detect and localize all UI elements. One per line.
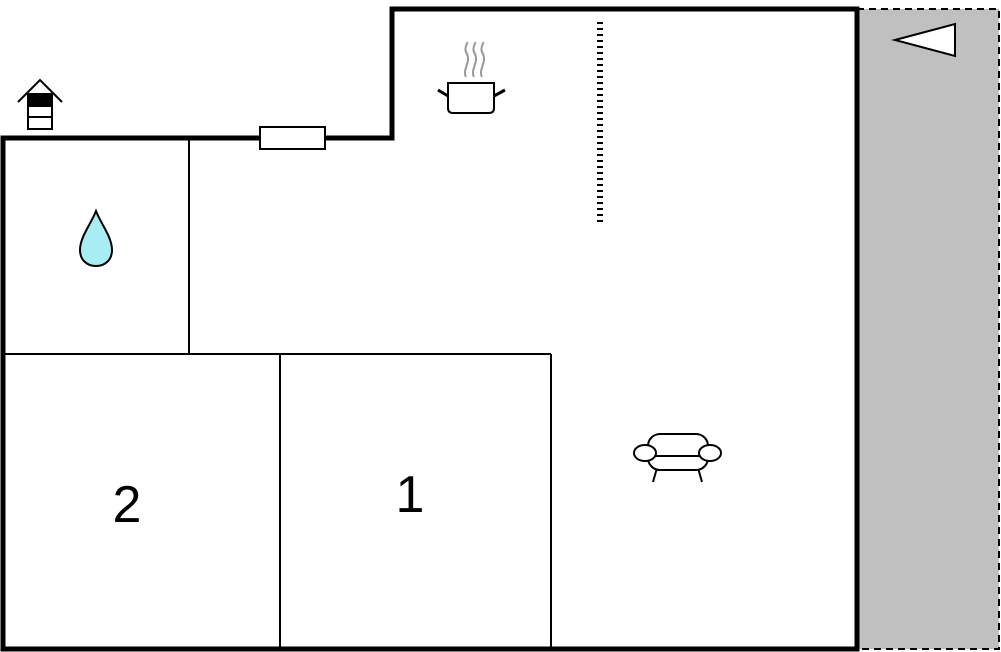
room-label-1: 1 bbox=[396, 466, 425, 524]
triangle-pointer-icon bbox=[891, 22, 956, 58]
cooking-pot-icon bbox=[437, 41, 506, 114]
terrace-area bbox=[856, 8, 1000, 650]
water-drop-icon bbox=[78, 208, 114, 268]
interior-walls bbox=[3, 138, 552, 649]
house-entrance-icon bbox=[17, 78, 63, 130]
room-label-2: 2 bbox=[113, 476, 142, 534]
outer-wall bbox=[0, 6, 860, 652]
window-icon bbox=[259, 126, 326, 150]
sofa-icon bbox=[633, 433, 722, 483]
